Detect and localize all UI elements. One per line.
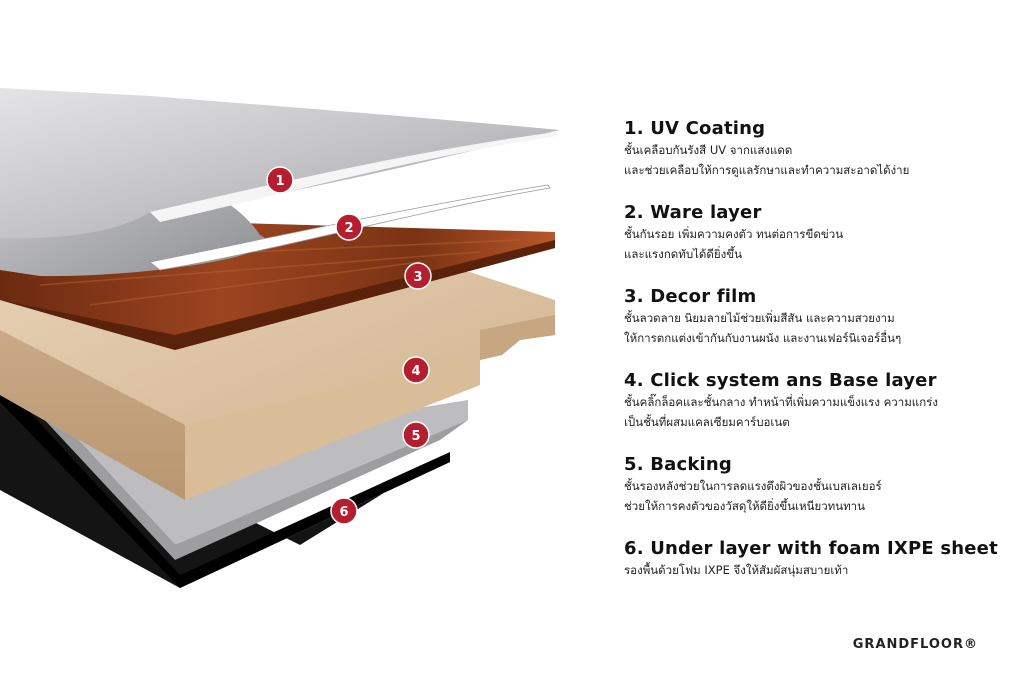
svg-text:2: 2: [344, 221, 353, 236]
legend-description: ชั้นรองหลังช่วยในการลดแรงตึงผิวของชั้นเบ…: [624, 479, 882, 513]
legend-description: ชั้นกันรอย เพิ่มความคงตัว ทนต่อการขีดข่ว…: [624, 227, 844, 261]
svg-text:3: 3: [413, 270, 422, 285]
badge-3: 3: [404, 262, 432, 290]
badge-4: 4: [402, 356, 430, 384]
legend-title: 4. Click system ans Base layer: [624, 370, 937, 391]
legend-description: ชั้นคลิ๊กล็อคและชั้นกลาง ทำหน้าที่เพิ่มค…: [624, 395, 938, 429]
legend-title: 3. Decor film: [624, 286, 757, 307]
legend-item-backing: 5. Backing ชั้นรองหลังช่วยในการลดแรงตึงผ…: [624, 454, 1004, 516]
legend-item-under-layer: 6. Under layer with foam IXPE sheet รองพ…: [624, 538, 1004, 580]
svg-text:1: 1: [275, 174, 284, 189]
layer-legend: 1. UV Coating ชั้นเคลือบกันรังสี UV จากแ…: [624, 118, 1004, 602]
svg-text:4: 4: [411, 364, 420, 379]
foam-layer: [0, 380, 450, 588]
legend-item-click-base: 4. Click system ans Base layer ชั้นคลิ๊ก…: [624, 370, 1004, 432]
badge-2: 2: [335, 213, 363, 241]
legend-item-uv-coating: 1. UV Coating ชั้นเคลือบกันรังสี UV จากแ…: [624, 118, 1004, 180]
legend-description: รองพื้นด้วยโฟม IXPE จึงให้สัมผัสนุ่มสบาย…: [624, 563, 849, 577]
svg-text:5: 5: [411, 429, 420, 444]
brand-logo: GRANDFLOOR®: [852, 637, 978, 652]
svg-text:6: 6: [339, 505, 348, 520]
legend-description: ชั้นเคลือบกันรังสี UV จากแสงแดด และช่วยเ…: [624, 143, 910, 177]
legend-title: 6. Under layer with foam IXPE sheet: [624, 538, 998, 559]
flooring-layers-diagram: 1 2 3 4 5 6: [0, 88, 560, 588]
badge-5: 5: [402, 421, 430, 449]
legend-item-ware-layer: 2. Ware layer ชั้นกันรอย เพิ่มความคงตัว …: [624, 202, 1004, 264]
legend-title: 2. Ware layer: [624, 202, 762, 223]
badge-6: 6: [330, 497, 358, 525]
legend-item-decor-film: 3. Decor film ชั้นลวดลาย นิยมลายไม้ช่วยเ…: [624, 286, 1004, 348]
legend-title: 5. Backing: [624, 454, 733, 475]
uv-coating-layer: [0, 88, 560, 239]
legend-title: 1. UV Coating: [624, 118, 766, 139]
badge-1: 1: [266, 166, 294, 194]
legend-description: ชั้นลวดลาย นิยมลายไม้ช่วยเพิ่มสีสัน และค…: [624, 311, 902, 345]
